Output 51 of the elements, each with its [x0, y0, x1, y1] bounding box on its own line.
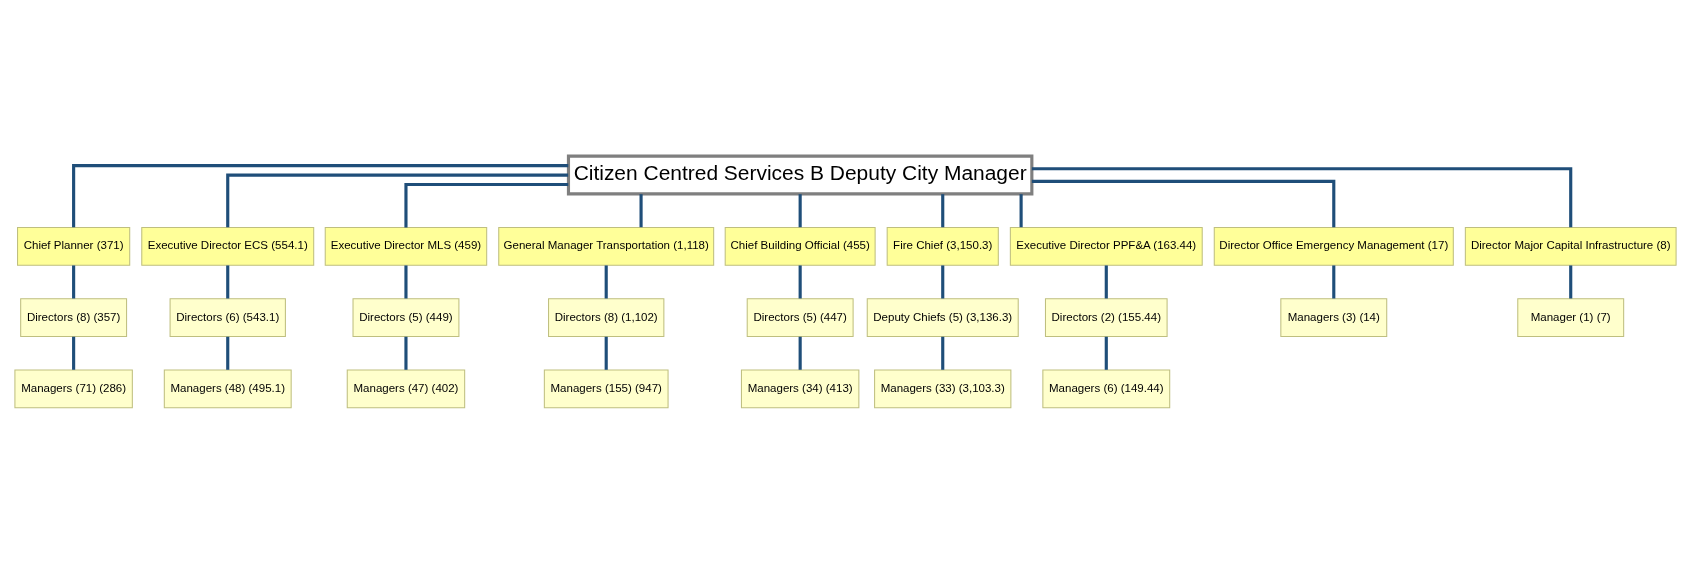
node-box: Directors (8) (1,102) — [547, 298, 664, 338]
node-box: Managers (155) (947) — [543, 369, 669, 409]
node-box: Directors (5) (449) — [352, 298, 459, 338]
node-box: Chief Planner (371) — [16, 226, 130, 266]
node-box: Directors (6) (543.1) — [169, 298, 286, 338]
node-box: Managers (71) (286) — [13, 369, 133, 409]
node-box: Managers (33) (3,103.3) — [873, 369, 1011, 409]
node-box: Chief Building Official (455) — [724, 226, 876, 266]
connector — [1019, 194, 1023, 228]
node-box: Executive Director MLS (459) — [324, 226, 487, 266]
connector — [798, 194, 802, 228]
connector — [1104, 265, 1108, 299]
node-box: Directors (5) (447) — [746, 298, 854, 338]
connector — [403, 336, 408, 370]
node-box: Deputy Chiefs (5) (3,136.3) — [866, 298, 1019, 338]
node-box: Managers (47) (402) — [346, 369, 465, 409]
connector — [604, 336, 608, 370]
connector — [1568, 265, 1572, 299]
node-box: Managers (6) (149.44) — [1041, 369, 1170, 409]
connector — [1031, 167, 1572, 228]
connector — [604, 265, 608, 299]
node-box: Directors (8) (357) — [19, 298, 127, 338]
node-box: General Manager Transportation (1,118) — [497, 226, 714, 266]
node-box: Director Major Capital Infrastructure (8) — [1464, 226, 1677, 266]
connector — [639, 194, 643, 228]
connector — [403, 265, 408, 299]
connector — [225, 173, 568, 228]
connector — [1331, 265, 1335, 299]
connector — [940, 194, 944, 228]
connector — [71, 336, 75, 370]
node-box: Director Office Emergency Management (17) — [1213, 226, 1454, 266]
node-box: Managers (3) (14) — [1279, 298, 1387, 338]
node-box: Executive Director ECS (554.1) — [140, 226, 314, 266]
connector — [225, 265, 229, 299]
connector — [1104, 336, 1108, 370]
node-box: Citizen Centred Services B Deputy City Manager — [566, 154, 1033, 196]
connector — [798, 265, 802, 299]
connector — [71, 265, 75, 299]
connector — [1031, 179, 1335, 228]
connector — [940, 336, 944, 370]
node-box: Fire Chief (3,150.3) — [886, 226, 999, 266]
connector — [225, 336, 229, 370]
node-box: Executive Director PPF&A (163.44) — [1009, 226, 1203, 266]
node-box: Directors (2) (155.44) — [1044, 298, 1168, 338]
connector — [403, 182, 568, 228]
connector — [71, 164, 568, 228]
node-box: Managers (48) (495.1) — [163, 369, 292, 409]
connector — [798, 336, 802, 370]
connector — [940, 265, 944, 299]
node-box: Managers (34) (413) — [740, 369, 859, 409]
node-box: Manager (1) (7) — [1516, 298, 1624, 338]
